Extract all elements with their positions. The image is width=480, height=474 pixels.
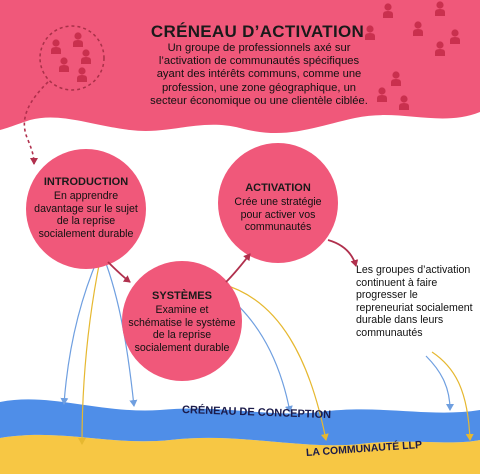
group-dashed-circle [39,25,105,91]
introduction-circle [26,149,146,269]
introduction-text: En apprendre davantage sur le sujet de l… [34,190,138,240]
page-title: CRÉNEAU D’ACTIVATION [150,22,365,41]
people-group-left [51,32,91,82]
header-banner [0,0,480,134]
arrow-note-blue [425,355,454,411]
activation-note: Les groupes d’activation continuent à fa… [356,264,473,339]
arrow-note-yellow [431,351,474,441]
activation-circle [218,143,338,263]
activation-title: ACTIVATION [245,182,311,194]
page-description: Un groupe de professionnels axé sur l’ac… [150,42,368,107]
introduction-title: INTRODUCTION [43,176,129,188]
arrow-intro-blue [60,257,99,405]
systemes-title: SYSTÈMES [152,290,212,302]
dashed-arrow-to-introduction [23,81,49,165]
people-group-right [365,1,460,110]
activation-text: Crée une stratégie pour activer vos comm… [234,196,322,234]
arrow-systemes-yellow [221,283,329,441]
systemes-circle [122,261,242,381]
arrow-intro-yellow [78,259,101,445]
arrow-intro-to-systemes [107,261,131,283]
blue-band [0,399,480,446]
systemes-text: Examine et schématise le système de la r… [128,304,236,354]
yellow-band [0,434,480,474]
arrow-systemes-to-activation [225,253,251,283]
arrow-activation-to-note [327,239,359,267]
